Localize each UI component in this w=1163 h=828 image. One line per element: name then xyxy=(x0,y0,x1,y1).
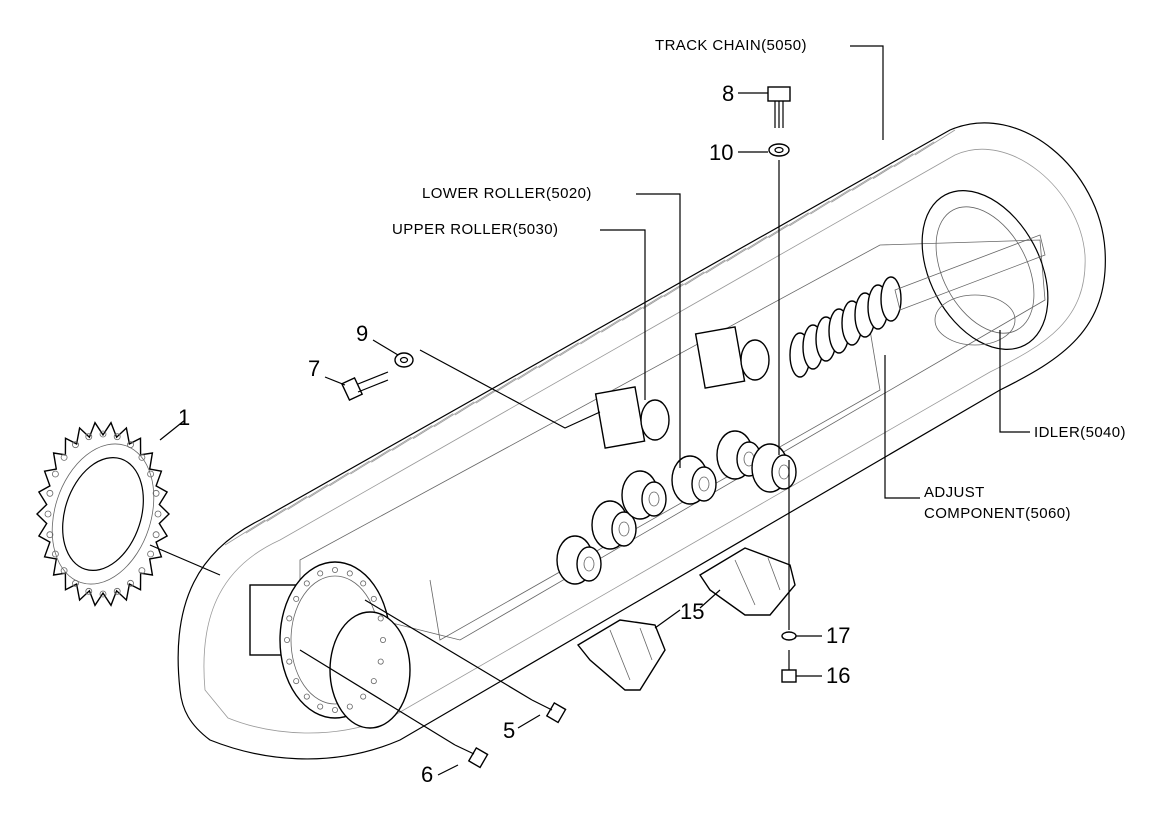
callout-number-17: 17 xyxy=(826,623,851,648)
callout-adjust-line1: ADJUST xyxy=(924,484,985,501)
callout-adjust-line2: COMPONENT(5060) xyxy=(924,505,1071,522)
callout-number-1: 1 xyxy=(178,405,191,430)
idler-drawing xyxy=(921,190,1049,350)
callout-lower-roller: LOWER ROLLER(5020) xyxy=(422,185,592,202)
callout-number-5: 5 xyxy=(503,718,516,743)
callout-idler: IDLER(5040) xyxy=(1034,424,1126,441)
sprocket-drawing xyxy=(35,421,171,607)
track-guards-drawing xyxy=(576,547,796,691)
callout-number-16: 16 xyxy=(826,663,851,688)
hardware-drawing xyxy=(340,86,797,769)
final-drive-drawing xyxy=(249,561,411,729)
callout-number-8: 8 xyxy=(722,81,735,106)
track-frame-drawing xyxy=(299,239,1046,641)
callout-track-chain: TRACK CHAIN(5050) xyxy=(655,37,807,54)
adjust-component-drawing xyxy=(789,234,1046,378)
callout-upper-roller: UPPER ROLLER(5030) xyxy=(392,221,559,238)
callout-number-6: 6 xyxy=(421,762,434,787)
upper-rollers-drawing xyxy=(594,326,770,449)
leader-lines xyxy=(149,45,1030,776)
callout-number-15: 15 xyxy=(680,599,705,624)
callout-number-7: 7 xyxy=(308,356,321,381)
callout-number-10: 10 xyxy=(709,140,734,165)
callout-number-9: 9 xyxy=(356,321,369,346)
lower-rollers-drawing xyxy=(556,430,797,585)
track-chain-drawing xyxy=(177,122,1106,760)
